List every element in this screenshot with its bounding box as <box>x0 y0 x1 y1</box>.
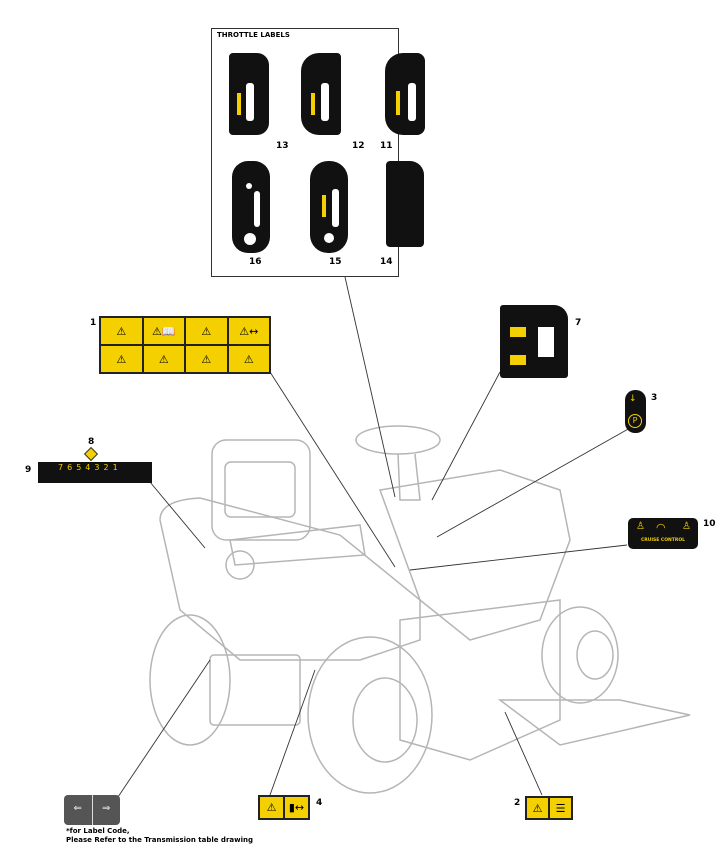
decal-7[interactable] <box>500 305 568 378</box>
tractor-forward-icon: ⇒ <box>102 803 111 814</box>
callout-8: 8 <box>88 437 95 447</box>
digit: 2 <box>103 463 109 472</box>
safety-decal-2[interactable]: ⚠☰ <box>525 796 573 820</box>
rear-fender <box>159 497 421 661</box>
transmission-note: *for Label Code,Please Refer to the Tran… <box>66 827 253 845</box>
front-wheel <box>541 606 619 704</box>
operator-icon: ♙ <box>682 521 691 532</box>
warning-icon: ⚠ <box>526 797 549 819</box>
thrown-objects-icon: ⚠ <box>142 345 185 373</box>
throttle-label-12[interactable] <box>301 53 341 135</box>
digit: 7 <box>58 463 64 472</box>
throttle-label-16[interactable] <box>232 161 270 253</box>
speed-decal-9[interactable]: 7 6 5 4 3 2 1 <box>38 462 152 483</box>
safety-decal-4[interactable]: ⚠▮↔ <box>258 795 310 820</box>
digit: 3 <box>94 463 100 472</box>
throttle-label-15[interactable] <box>310 161 348 253</box>
digit: 1 <box>112 463 118 472</box>
leader-lines <box>117 276 631 798</box>
note-line-2: Please Refer to the Transmission table d… <box>66 836 253 844</box>
parking-brake-decal-3[interactable]: ↓P <box>625 390 646 433</box>
fuel-cap <box>225 550 255 580</box>
no-riders-icon: ⚠ <box>185 317 228 345</box>
digit: 6 <box>67 463 73 472</box>
callout-3: 3 <box>651 393 658 403</box>
slope-icon: ⚠ <box>185 345 228 373</box>
callout-9: 9 <box>25 465 32 475</box>
manual-icon: ⚠📖 <box>142 317 185 345</box>
callout-2: 2 <box>514 798 521 808</box>
rear-wheel-left <box>149 614 231 746</box>
checklist-icon: ☰ <box>549 797 572 819</box>
label-number: 12 <box>352 141 365 151</box>
blade-icon: ⚠ <box>227 345 270 373</box>
callout-4: 4 <box>316 798 323 808</box>
note-line-1: *for Label Code, <box>66 827 130 835</box>
steering-wheel <box>355 425 441 455</box>
parking-icon: P <box>628 414 642 428</box>
arrow-down-icon: ↓ <box>629 394 637 404</box>
digit: 5 <box>76 463 82 472</box>
safety-decal-1[interactable]: ⚠⚠📖⚠⚠↔ ⚠⚠⚠⚠ <box>99 316 271 374</box>
tractor-reverse-icon: ⇐ <box>64 795 93 825</box>
cruise-control-decal-10[interactable]: ♙ ◠ ♙ CRUISE CONTROL <box>628 518 698 549</box>
throttle-label-14[interactable] <box>386 161 424 247</box>
label-number: 13 <box>276 141 289 151</box>
warning-icon: ⚠ <box>100 345 143 373</box>
cruise-control-text: CRUISE CONTROL <box>640 538 686 543</box>
distance-icon: ▮↔ <box>284 796 309 819</box>
transmission-decal[interactable]: ⇐ ⇒ <box>64 795 120 825</box>
operator-icon: ♙ <box>636 521 645 532</box>
label-number: 16 <box>249 257 262 267</box>
label-number: 14 <box>380 257 393 267</box>
mower-deck <box>399 599 561 761</box>
digit: 4 <box>85 463 91 472</box>
warning-icon: ⚠ <box>100 317 143 345</box>
callout-1: 1 <box>90 318 97 328</box>
seat-back <box>211 439 311 541</box>
throttle-label-11-body <box>388 53 424 135</box>
distance-icon: ⚠↔ <box>227 317 270 345</box>
callout-7: 7 <box>575 318 582 328</box>
label-number: 11 <box>380 141 393 151</box>
throttle-label-13[interactable] <box>229 53 269 135</box>
hood <box>378 469 571 641</box>
discharge-chute <box>497 699 691 746</box>
seat <box>229 524 366 566</box>
label-number: 15 <box>329 257 342 267</box>
callout-10: 10 <box>703 519 716 529</box>
warning-icon: ⚠ <box>259 796 284 819</box>
throttle-labels-title: THROTTLE LABELS <box>217 31 290 39</box>
rear-wheel-right <box>307 636 433 794</box>
speedometer-icon: ◠ <box>656 521 666 534</box>
throttle-labels-panel: THROTTLE LABELS 13 12 11 16 15 14 <box>211 28 425 277</box>
